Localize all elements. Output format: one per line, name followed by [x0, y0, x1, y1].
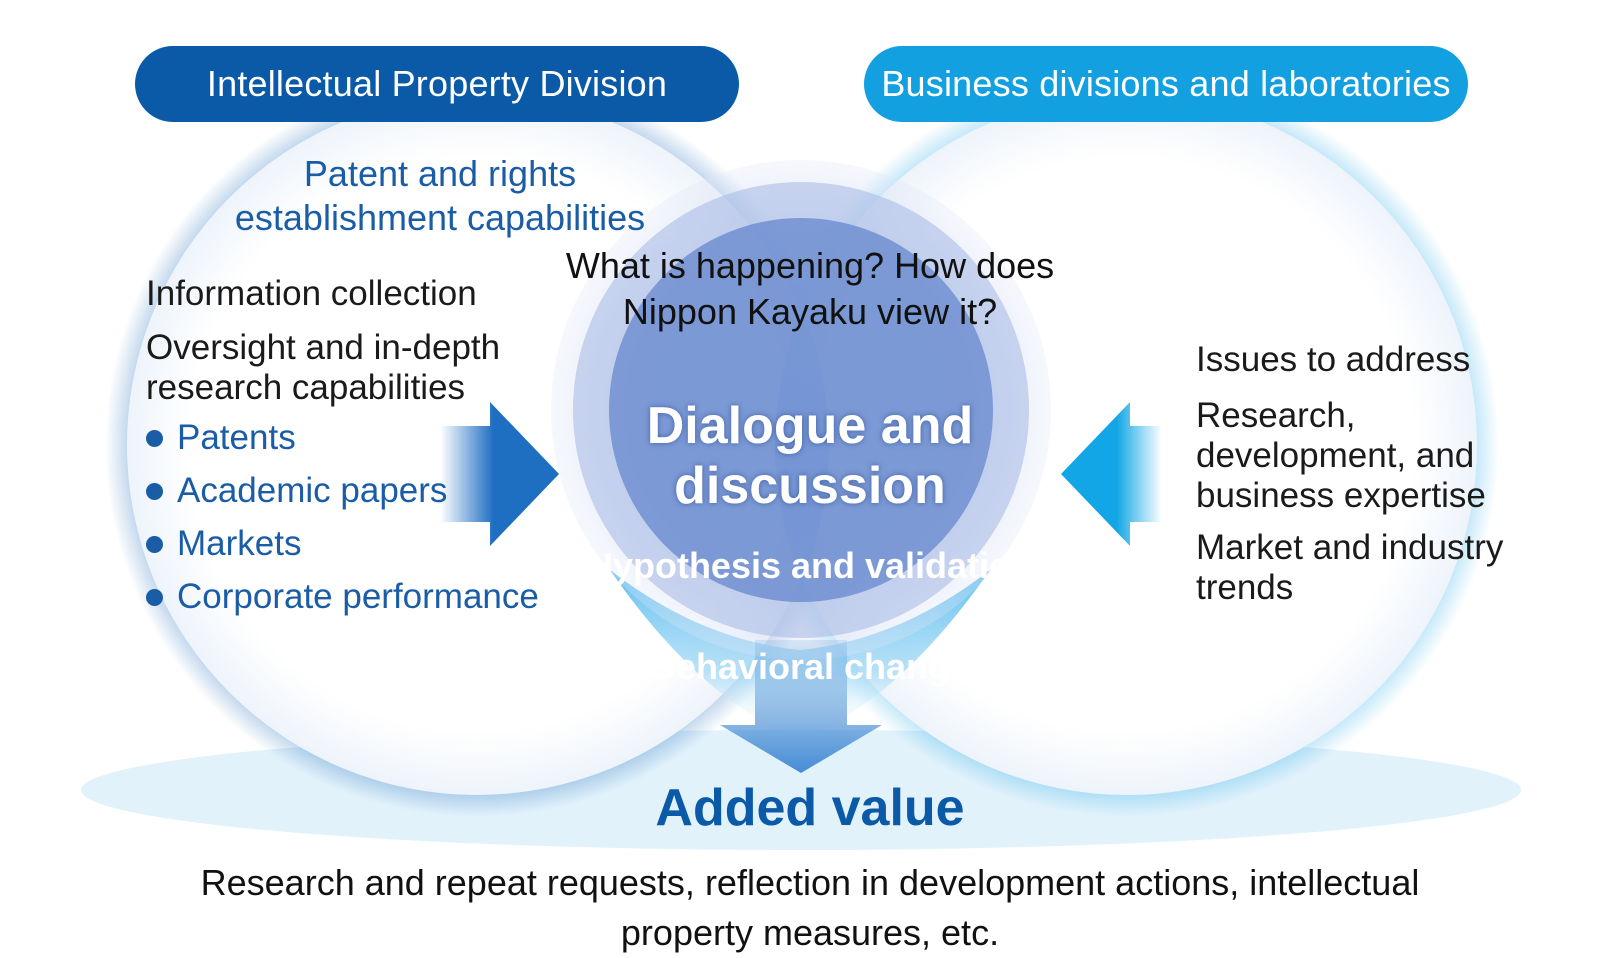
bullet-item: Markets: [146, 524, 301, 564]
bullet-label: Markets: [177, 524, 302, 563]
bullet-dot: [146, 588, 163, 606]
information-collection-label: Information collection: [146, 274, 477, 313]
right-pointing-arrow: [440, 402, 559, 546]
bullet-label: Patents: [177, 418, 296, 457]
bullet-item: Patents: [146, 418, 296, 458]
down-arrow: [720, 640, 882, 773]
bullet-dot: [146, 429, 163, 447]
ip-division-header: Intellectual Property Division: [135, 46, 739, 122]
bullet-label: Academic papers: [177, 471, 448, 510]
expertise-label: Research, development, and business expe…: [1196, 396, 1486, 515]
patent-rights-subtitle: Patent and rights establishment capabili…: [234, 153, 646, 238]
bullet-dot: [146, 535, 163, 553]
bullet-item: Corporate performance: [146, 577, 539, 617]
added-value-title: Added value: [655, 779, 965, 837]
center-circle: [609, 218, 993, 602]
issues-label: Issues to address: [1196, 340, 1471, 379]
trends-label: Market and industry trends: [1196, 528, 1504, 607]
dialogue-title: Dialogue and discussion: [646, 397, 974, 515]
business-divisions-header: Business divisions and laboratories: [864, 46, 1468, 122]
oversight-label: Oversight and in-depth research capabili…: [146, 328, 501, 407]
behavioral-change-label: Behavioral change: [649, 646, 971, 687]
bullet-item: Academic papers: [146, 471, 447, 511]
center-question: What is happening? How does Nippon Kayak…: [565, 245, 1055, 332]
bullet-dot: [146, 482, 163, 500]
bullet-label: Corporate performance: [177, 577, 539, 616]
left-pointing-arrow: [1061, 402, 1162, 546]
added-value-description: Research and repeat requests, reflection…: [200, 862, 1420, 953]
hypothesis-label: Hypothesis and validation: [586, 545, 1034, 586]
